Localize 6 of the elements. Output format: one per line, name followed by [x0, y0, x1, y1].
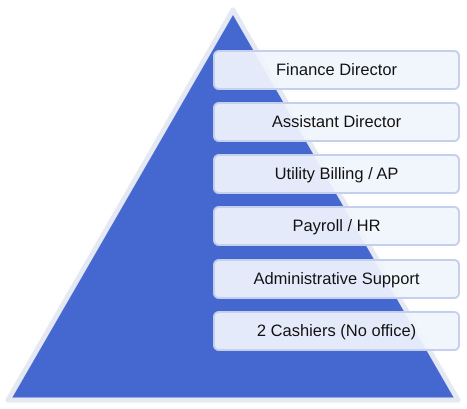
- tier-label: 2 Cashiers (No office): [213, 311, 460, 351]
- tier-label: Utility Billing / AP: [213, 154, 460, 194]
- tier-label: Payroll / HR: [213, 206, 460, 246]
- tier-label: Administrative Support: [213, 259, 460, 299]
- tier-label: Assistant Director: [213, 102, 460, 142]
- tier-label: Finance Director: [213, 50, 460, 90]
